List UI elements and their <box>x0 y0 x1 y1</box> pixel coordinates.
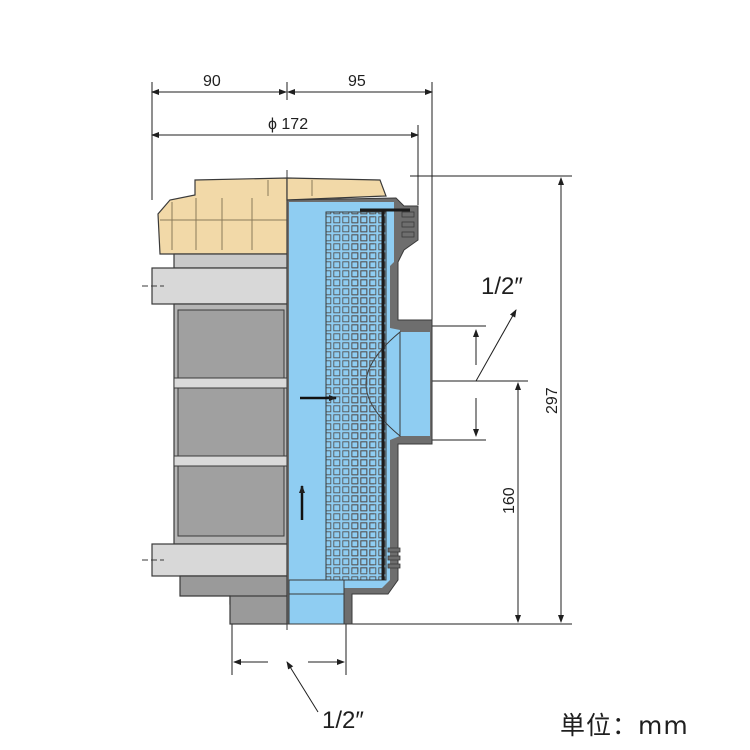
port-bottom-label: 1/2″ <box>322 707 364 734</box>
height-total-label: 297 <box>544 387 561 414</box>
unit-label: 単位：mm <box>560 711 689 740</box>
width-right-label: 95 <box>348 73 366 90</box>
diameter-label: ϕ 172 <box>268 116 308 133</box>
port-side-label: 1/2″ <box>481 273 523 300</box>
strainer-body <box>142 177 387 625</box>
width-left-label: 90 <box>203 73 221 90</box>
lower-mount-lug <box>151 543 288 577</box>
strainer-cross-section <box>286 170 433 630</box>
height-outlet-label: 160 <box>501 487 518 514</box>
upper-mount-lug <box>151 267 288 305</box>
dimension-lines <box>151 82 572 713</box>
